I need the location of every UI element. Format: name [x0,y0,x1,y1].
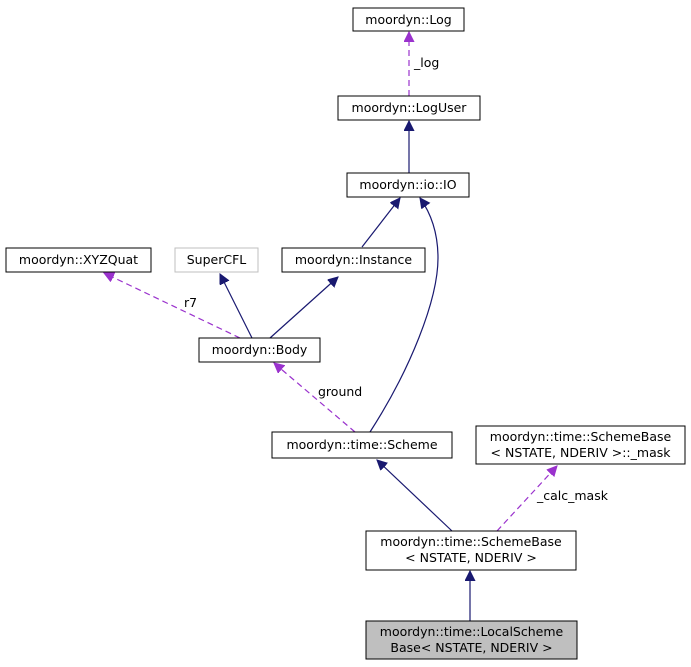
node-log[interactable]: moordyn::Log [352,7,465,32]
node-log-label: moordyn::Log [365,12,451,27]
node-loguser[interactable]: moordyn::LogUser [337,95,481,121]
node-instance-label: moordyn::Instance [295,252,413,267]
node-xyzquat-label: moordyn::XYZQuat [19,252,138,267]
node-supercfl[interactable]: SuperCFL [174,247,259,273]
node-localscheme-label-line2: Base< NSTATE, NDERIV > [390,640,552,655]
node-schemebase-label-line1: moordyn::time::SchemeBase [380,534,562,549]
node-localscheme[interactable]: moordyn::time::LocalScheme Base< NSTATE,… [365,620,578,660]
node-io-label: moordyn::io::IO [359,177,456,192]
node-loguser-label: moordyn::LogUser [352,100,468,115]
node-localscheme-label-line1: moordyn::time::LocalScheme [380,624,564,639]
edge-instance-io[interactable] [361,198,400,248]
edge-body-supercfl[interactable] [219,274,253,339]
node-xyzquat[interactable]: moordyn::XYZQuat [5,247,152,273]
node-body[interactable]: moordyn::Body [198,337,321,363]
edge-scheme-body [274,363,356,433]
node-scheme-label: moordyn::time::Scheme [286,437,437,452]
nodes: moordyn::Log moordyn::LogUser moordyn::i… [5,7,686,660]
node-instance[interactable]: moordyn::Instance [281,247,426,273]
edge-label-r7: r7 [184,295,197,310]
node-schemebase-label-line2: < NSTATE, NDERIV > [405,550,537,565]
edge-schemebase-mask [496,466,557,532]
edge-label-calc-mask: _calc_mask [536,488,609,503]
node-mask-label-line2: < NSTATE, NDERIV >::_mask [491,445,672,460]
node-io[interactable]: moordyn::io::IO [346,172,470,198]
node-body-label: moordyn::Body [212,342,308,357]
edge-label-ground: ground [318,384,362,399]
edge-scheme-io[interactable] [369,198,439,433]
node-scheme[interactable]: moordyn::time::Scheme [271,431,453,459]
node-mask[interactable]: moordyn::time::SchemeBase < NSTATE, NDER… [475,425,686,465]
edge-schemebase-scheme[interactable] [377,460,453,532]
edge-body-xyzquat [104,273,241,339]
edges: _log r7 ground _calc_mask [104,32,609,621]
node-schemebase[interactable]: moordyn::time::SchemeBase < NSTATE, NDER… [365,530,577,571]
node-supercfl-label: SuperCFL [187,252,247,267]
node-mask-label-line1: moordyn::time::SchemeBase [490,429,672,444]
edge-label-log: _log [413,55,439,70]
edge-body-instance[interactable] [269,277,338,339]
